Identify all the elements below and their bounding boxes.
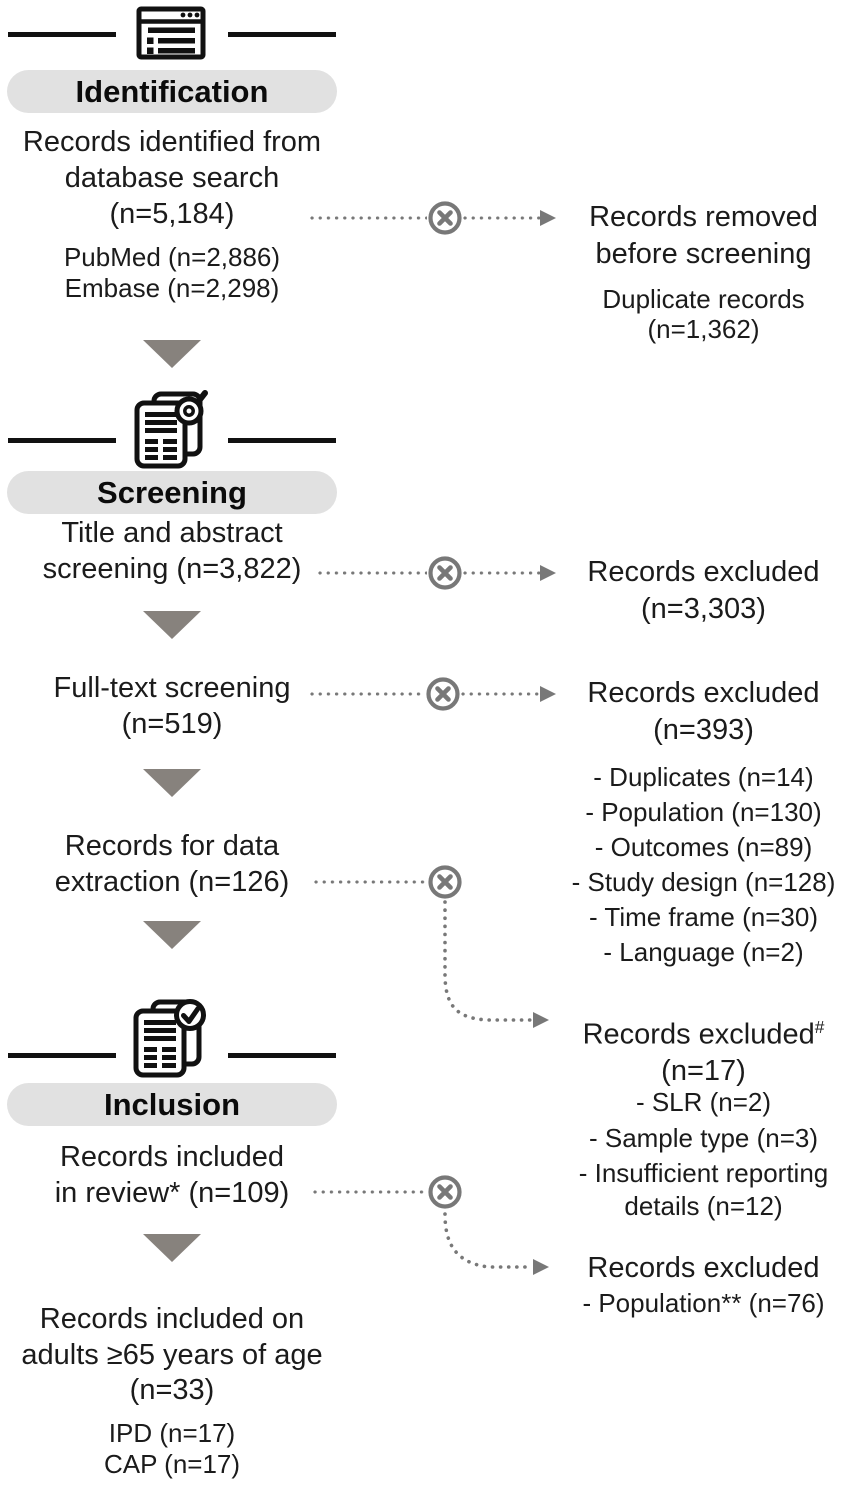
extraction-exclusion-reasons: - SLR (n=2) - Sample type (n=3) - Insuff… [578, 1087, 829, 1221]
arrowhead-right [540, 686, 556, 702]
stage-label: Identification [75, 74, 269, 109]
flow-down-arrow [143, 921, 201, 949]
dotted-connector [314, 880, 425, 884]
circle-x-icon [428, 201, 462, 235]
stage-header-screening: Screening [7, 471, 337, 514]
arrowhead-right [540, 210, 556, 226]
full-text-node: Full-text screening (n=519) [53, 672, 291, 740]
records-removed-node: Records removed before screening [589, 201, 818, 270]
records-excluded-screening-node: Records excluded (n=3,303) [587, 556, 820, 625]
flow-down-arrow [143, 340, 201, 368]
arrowhead-right [540, 565, 556, 581]
divider-line [228, 32, 336, 37]
footnote-marker: # [814, 1017, 825, 1037]
records-identified-sources: PubMed (n=2,886) Embase (n=2,298) [63, 242, 281, 303]
dotted-connector [318, 571, 427, 575]
dotted-connector [463, 216, 540, 220]
data-extraction-node: Records for data extraction (n=126) [54, 830, 290, 898]
divider-line [8, 32, 116, 37]
stage-header-inclusion: Inclusion [7, 1083, 337, 1126]
document-check-icon [133, 999, 206, 1078]
dotted-connector [461, 692, 540, 696]
stage-label: Screening [97, 475, 247, 510]
records-final-node: Records included on adults ≥65 years of … [21, 1303, 323, 1406]
dotted-curve-connector [443, 900, 549, 1028]
circle-x-icon [428, 865, 462, 899]
divider-line [228, 438, 336, 443]
records-excluded-extraction-node: Records excluded# (n=17) [582, 1017, 825, 1087]
records-removed-detail: Duplicate records (n=1,362) [602, 284, 805, 344]
flow-down-arrow [143, 611, 201, 639]
dotted-connector [313, 1190, 427, 1194]
divider-line [228, 1053, 336, 1058]
records-excluded-review-node: Records excluded - Population** (n=76) [557, 1250, 850, 1320]
dotted-curve-connector [443, 1212, 549, 1275]
stage-label: Inclusion [103, 1087, 241, 1122]
records-identified-node: Records identified from database search … [22, 126, 322, 230]
flow-down-arrow [143, 769, 201, 797]
dotted-connector [310, 216, 427, 220]
records-in-review-node: Records included in review* (n=109) [54, 1141, 290, 1209]
records-final-detail: IPD (n=17) CAP (n=17) [103, 1418, 241, 1479]
divider-line [8, 438, 116, 443]
fulltext-exclusion-reasons: - Duplicates (n=14) - Population (n=130)… [571, 762, 836, 967]
dotted-connector [310, 692, 425, 696]
records-excluded-fulltext-node: Records excluded (n=393) [587, 677, 820, 746]
circle-x-icon [428, 1175, 462, 1209]
title-abstract-node: Title and abstract screening (n=3,822) [42, 517, 302, 585]
divider-line [8, 1053, 116, 1058]
document-search-icon [134, 390, 208, 469]
circle-x-icon [426, 677, 460, 711]
flow-down-arrow [143, 1234, 201, 1262]
stage-header-identification: Identification [7, 70, 337, 113]
circle-x-icon [428, 556, 462, 590]
dotted-connector [463, 571, 540, 575]
review-exclusion-reason: - Population** (n=76) [582, 1288, 825, 1318]
document-list-icon [136, 6, 206, 60]
